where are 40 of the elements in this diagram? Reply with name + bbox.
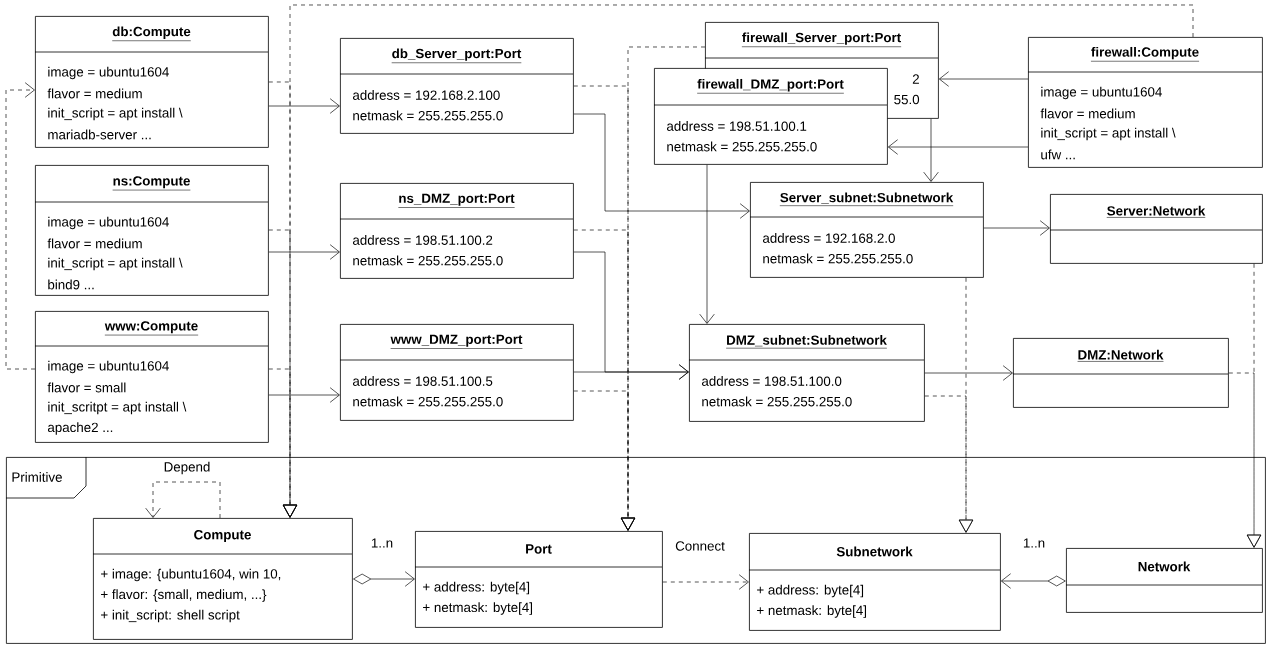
class-box: Subnetwork + address: byte[4] + netmask: byte[4]	[748, 533, 1001, 631]
object-box: firewall:Compute image = ubuntu1604 flavor = medium init_script = apt install \ ufw ...	[1027, 37, 1263, 168]
arrow	[662, 574, 749, 590]
arrow	[282, 4, 1194, 518]
arrow	[1228, 372, 1262, 548]
object-box: ns:Compute image = ubuntu1604 flavor = medium init_script = apt install \ bind9 ...	[34, 165, 269, 296]
object-box: DMZ_subnet:Subnetwork address = 198.51.100.0 netmask = 255.255.255.0	[688, 324, 925, 422]
arrow	[983, 220, 1050, 236]
arrow	[268, 244, 340, 260]
object-box: Server_subnet:Subnetwork address = 192.168.2.0 netmask = 255.255.255.0	[749, 182, 984, 278]
object-box: www_DMZ_port:Port address = 198.51.100.5 netmask = 255.255.255.0	[339, 324, 574, 421]
arrow	[573, 113, 750, 219]
object-box: DMZ:Network	[1012, 338, 1229, 408]
class-box: Network	[1065, 548, 1263, 613]
object-box: db:Compute image = ubuntu1604 flavor = medium init_script = apt install \ mariadb-server ...	[34, 16, 269, 148]
object-box: www:Compute image = ubuntu1604 flavor = small init_scritpt = apt install \ apache2 ...	[34, 311, 269, 443]
arrow	[268, 387, 340, 403]
arrow	[923, 118, 939, 182]
edge-label: Depend	[164, 461, 210, 475]
arrow	[145, 481, 221, 519]
arrow	[888, 139, 1029, 155]
arrow	[924, 395, 974, 533]
arrow	[939, 71, 1029, 87]
arrow	[573, 364, 689, 380]
arrow	[5, 82, 36, 370]
arrow	[620, 46, 706, 531]
arrow	[1001, 573, 1066, 589]
arrow	[699, 164, 715, 324]
class-box: Compute + image: {ubuntu1604, win 10, + flavor: {small, medium, ...} + init_script: shell script	[92, 518, 353, 640]
object-box: db_Server_port:Port address = 192.168.2.100 netmask = 255.255.255.0	[339, 38, 574, 134]
arrow	[353, 571, 415, 587]
object-box: ns_DMZ_port:Port address = 198.51.100.2 netmask = 255.255.255.0	[339, 183, 574, 279]
object-box: Server:Network	[1049, 194, 1263, 264]
object-box: firewall_DMZ_port:Port address = 198.51.100.1 netmask = 255.255.255.0	[653, 68, 888, 165]
edge-label: 1..n	[1023, 538, 1045, 548]
edge-label: 1..n	[371, 538, 393, 548]
arrow	[924, 365, 1013, 381]
edge-label: Connect	[675, 541, 725, 551]
class-box: Port + address: byte[4] + netmask: byte[4]	[414, 531, 663, 628]
arrow	[268, 98, 340, 114]
